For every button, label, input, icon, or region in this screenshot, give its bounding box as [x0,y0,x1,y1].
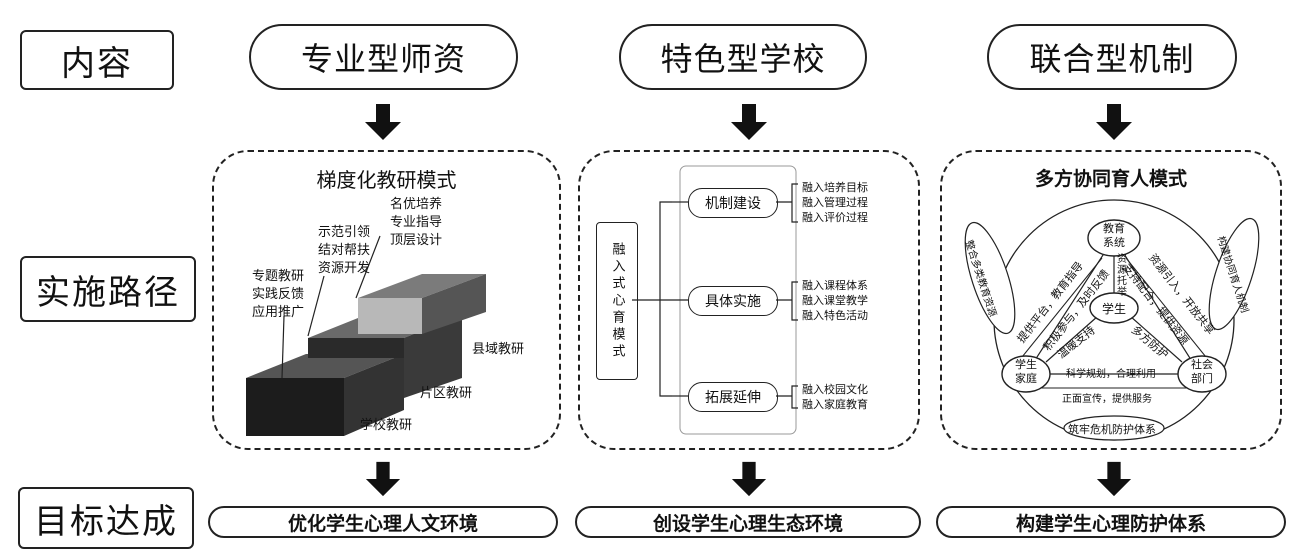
row-label-content: 内容 [20,30,174,90]
tree-connectors [632,165,798,435]
collaboration-network [964,199,1260,441]
edge-family-society-top: 科学规划，合理利用 [1066,369,1156,380]
node-family: 学生家庭 [1015,358,1037,385]
node-society: 社会部门 [1191,358,1213,385]
root-node: 融入式心育模式 [596,222,638,380]
goal-column-2: 创设学生心理生态环境 [575,506,921,538]
panel-gradient-research: 梯度化教研模式 名优培养专业指导顶层设计 示范引领结对帮扶资源开发 专题教研实践… [212,150,561,450]
goal-column-3: 构建学生心理防护体系 [936,506,1286,538]
arrow-down-icon [731,104,767,140]
panel-collaboration-model: 多方协同育人模式 教育系统 学生家庭 社会部门 学生 整合多类教育资源 构建协同… [940,150,1282,450]
panel-integration-model: 融入式心育模式 机制建设 具体实施 拓展延伸 融入培养目标融入管理过程融入评价过… [578,150,920,450]
edge-edu-student: 资源托举 [1117,254,1127,298]
node-student: 学生 [1101,302,1126,316]
edge-family-society-bottom: 正面宣传，提供服务 [1062,394,1152,405]
branch-items-extension: 融入校园文化融入家庭教育 [802,383,868,411]
arc-bottom-label: 筑牢危机防护体系 [1068,423,1156,436]
arrow-down-icon [731,461,767,497]
branch-items-implementation: 融入课程体系融入课堂教学融入特色活动 [802,279,868,322]
row-label-goal: 目标达成 [18,487,194,549]
branch-node-implementation: 具体实施 [688,286,778,316]
staircase-graphic [246,235,486,436]
branch-node-mechanism: 机制建设 [688,188,778,218]
step-label-school: 学校教研 [360,418,413,433]
arrow-down-icon [365,104,401,140]
panel1-title: 梯度化教研模式 [316,168,457,192]
row-label-path: 实施路径 [20,256,196,322]
step-label-district: 片区教研 [420,386,473,401]
node-edu-system: 教育系统 [1103,222,1125,249]
arrow-down-icon [365,461,401,497]
goal-column-1: 优化学生心理人文环境 [208,506,558,538]
column-title-1: 专业型师资 [249,24,518,90]
mid-step-labels: 示范引领结对帮扶资源开发 [318,225,371,276]
column-title-3: 联合型机制 [987,24,1237,90]
low-step-labels: 专题教研实践反馈应用推广 [252,269,305,320]
arrow-down-icon [1096,104,1132,140]
column-title-2: 特色型学校 [619,24,867,90]
arrow-down-icon [1096,461,1132,497]
step-label-county: 县域教研 [472,342,525,357]
branch-node-extension: 拓展延伸 [688,382,778,412]
panel3-title: 多方协同育人模式 [1034,168,1187,190]
branch-items-mechanism: 融入培养目标融入管理过程融入评价过程 [802,181,868,224]
top-step-labels: 名优培养专业指导顶层设计 [390,197,443,248]
